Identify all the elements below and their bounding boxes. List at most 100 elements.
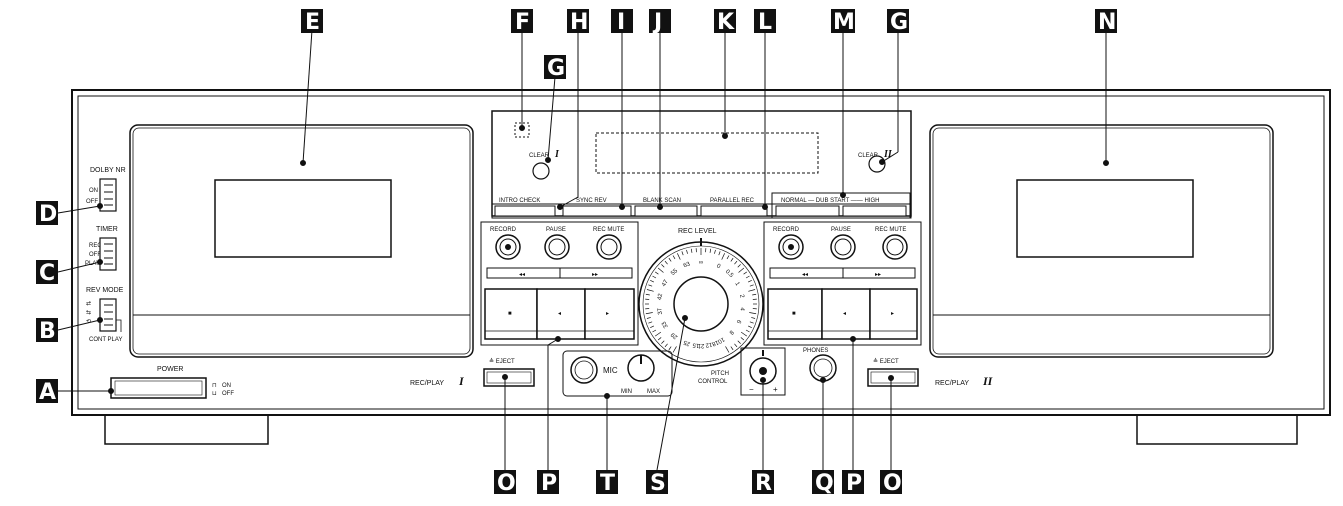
- dial-scale-label: 21: [697, 342, 704, 348]
- power-off-icon: ⊔: [212, 391, 217, 397]
- callout-leader-lines: [57, 29, 1109, 471]
- blank-scan-label: BLANK SCAN: [643, 198, 681, 204]
- dial-tick: [657, 267, 664, 273]
- dial-tick: [664, 260, 668, 265]
- rewind-2-button[interactable]: ◂◂: [769, 267, 844, 279]
- cont-play-label: CONT PLAY: [89, 337, 122, 343]
- rec-mute-1-button[interactable]: [596, 234, 622, 260]
- callout-O-left: O: [494, 470, 516, 496]
- cassette-bay-2[interactable]: [929, 124, 1274, 358]
- fast-forward-2-button[interactable]: ▸▸: [842, 267, 916, 279]
- svg-text:G: G: [547, 56, 565, 81]
- dial-tick: [709, 248, 712, 253]
- dial-tick: [650, 280, 655, 283]
- dial-tick: [646, 317, 651, 319]
- dial-tick: [648, 284, 653, 287]
- reverse-play-1-icon: ◂: [558, 311, 561, 317]
- svg-text:B: B: [39, 319, 56, 344]
- dial-tick: [690, 248, 693, 253]
- parallel-rec-button[interactable]: PARALLEL REC: [700, 198, 768, 217]
- dial-tick: [718, 251, 721, 256]
- dial-scale-label: 25: [682, 338, 691, 346]
- clear-2-numeral: II: [883, 149, 893, 160]
- forward-play-2-button[interactable]: ▸: [869, 288, 918, 340]
- dial-scale-label: 37: [657, 307, 664, 315]
- rev-mode-switch[interactable]: REV MODE ⇄ ⇆ ⟲ CONT PLAY: [86, 287, 124, 343]
- svg-text:K: K: [717, 10, 735, 35]
- fast-forward-1-button[interactable]: ▸▸: [559, 267, 633, 279]
- mic-jack[interactable]: [570, 356, 598, 384]
- dial-tick: [721, 253, 725, 260]
- eject-2-button[interactable]: ≜ EJECT: [867, 357, 919, 387]
- sync-rev-button[interactable]: SYNC REV: [562, 198, 632, 217]
- svg-text:P: P: [846, 471, 862, 496]
- dial-scale-label: 29: [670, 331, 679, 340]
- pause-2-button[interactable]: [830, 234, 856, 260]
- callout-R: R: [752, 470, 774, 496]
- rec-mute-2-button[interactable]: [882, 234, 908, 260]
- dial-tick: [714, 249, 716, 254]
- deck-1-transport: RECORD PAUSE REC MUTE ◂◂ ▸▸ ■: [480, 221, 639, 346]
- dial-tick: [672, 346, 677, 353]
- reverse-play-1-button[interactable]: ◂: [536, 288, 586, 340]
- svg-text:H: H: [570, 10, 588, 35]
- control-label: CONTROL: [698, 379, 728, 385]
- rewind-1-button[interactable]: ◂◂: [486, 267, 561, 279]
- eject-1-label: ≜ EJECT: [489, 357, 515, 365]
- fast-forward-2-icon: ▸▸: [875, 272, 881, 278]
- clear-1-label: CLEAR: [529, 153, 550, 159]
- reverse-play-2-button[interactable]: ◂: [821, 288, 871, 340]
- dial-tick: [730, 346, 734, 351]
- rev-mode-label: REV MODE: [86, 287, 124, 294]
- dial-tick: [740, 337, 745, 341]
- callout-P-left: P: [537, 470, 559, 496]
- svg-text:O: O: [497, 471, 516, 496]
- dial-tick: [743, 271, 748, 275]
- stop-1-button[interactable]: ■: [484, 288, 538, 340]
- dial-tick: [752, 293, 757, 296]
- phones-label: PHONES: [803, 348, 828, 354]
- intro-check-button[interactable]: INTRO CHECK: [494, 198, 556, 217]
- clear-2-button[interactable]: CLEAR II: [858, 149, 893, 173]
- dial-tick: [654, 271, 659, 275]
- dolby-nr-switch[interactable]: DOLBY NR ON OFF: [86, 167, 126, 212]
- clear-1-button[interactable]: CLEAR I: [529, 149, 560, 180]
- cassette-bay-1[interactable]: [129, 124, 474, 358]
- forward-play-1-button[interactable]: ▸: [584, 288, 635, 340]
- callout-Q: Q: [812, 470, 834, 496]
- rec-play-2-numeral: II: [982, 374, 994, 388]
- dial-tick: [664, 343, 668, 348]
- callout-O-right: O: [880, 470, 902, 496]
- svg-text:S: S: [650, 471, 666, 496]
- pause-1-label: PAUSE: [546, 227, 566, 233]
- timer-off-label: OFF: [89, 252, 101, 258]
- callout-G-left: G: [544, 55, 566, 81]
- dial-tick: [645, 293, 650, 296]
- eject-1-button[interactable]: ≜ EJECT: [483, 357, 535, 387]
- svg-text:Q: Q: [815, 471, 834, 496]
- rev-one-way-icon: ⇄: [86, 300, 91, 307]
- record-2-button[interactable]: [778, 234, 804, 260]
- dial-tick: [646, 289, 654, 292]
- svg-text:M: M: [833, 10, 855, 35]
- dial-tick: [748, 289, 756, 292]
- dial-scale-label: 6: [734, 319, 741, 325]
- stop-2-button[interactable]: ■: [767, 288, 823, 340]
- mic-max-label: MAX: [647, 389, 660, 395]
- phones-jack[interactable]: PHONES: [803, 348, 837, 382]
- power-on-label: ON: [222, 383, 231, 389]
- mic-level-knob[interactable]: [627, 354, 655, 382]
- record-1-button[interactable]: [495, 234, 521, 260]
- pause-1-button[interactable]: [544, 234, 570, 260]
- dial-scale-label: 42: [657, 292, 664, 300]
- rev-both-icon: ⇆: [86, 309, 91, 316]
- svg-text:J: J: [652, 10, 662, 35]
- dial-scale-label: 8: [727, 329, 734, 336]
- timer-rec-label: REC: [89, 243, 102, 249]
- dial-tick: [745, 329, 750, 333]
- blank-scan-button[interactable]: BLANK SCAN: [634, 198, 698, 217]
- rec-level-label: REC LEVEL: [678, 228, 717, 235]
- power-switch[interactable]: POWER ⊓ ⊔ ON OFF: [110, 366, 234, 399]
- power-off-label: OFF: [222, 391, 234, 397]
